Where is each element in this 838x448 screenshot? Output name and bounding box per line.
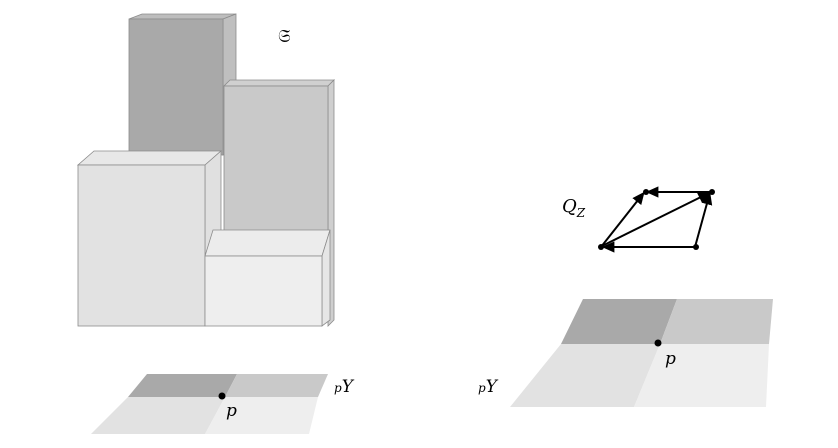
right-plane-medium [660,299,773,344]
right-base-name: Y [486,377,499,397]
quiver-arrow-right [694,191,713,248]
right-point-label: p [665,349,676,369]
left-plane-lightest [205,397,318,434]
quiver-arrow-left [600,191,645,248]
right-base-prefix: p [478,381,486,395]
box-medium [223,79,335,327]
quiver-label: QZ [562,196,586,220]
left-base-prefix: p [334,381,342,395]
right-base-label: pY [478,377,499,397]
stack-label: 𝔖 [278,26,291,47]
left-base-plane [91,374,328,434]
left-point-label: p [226,401,237,421]
left-point [218,392,226,400]
stack-boxes [76,13,335,327]
right-plane-light [510,344,660,407]
quiver-vertex [693,244,699,250]
box-dark-tall [128,13,237,156]
box-light [76,150,223,327]
quiver-label-sub: Z [576,206,586,220]
quiver-vertex [598,244,604,250]
quiver-vertex [643,189,649,195]
quiver [600,186,713,253]
right-point [654,339,662,347]
quiver-label-main: Q [562,196,577,217]
right-plane-lightest [634,344,769,407]
left-plane-dark [128,374,237,397]
left-plane-medium [225,374,328,397]
left-base-name: Y [342,377,355,397]
quiver-vertex [709,189,715,195]
right-base-plane [510,299,773,407]
quiver-arrow-diagonal [601,192,711,247]
box-lightest [204,229,331,327]
left-plane-light [91,397,225,434]
left-base-label: pY [334,377,355,397]
right-plane-dark [561,299,677,344]
quiver-vertices [598,189,715,250]
